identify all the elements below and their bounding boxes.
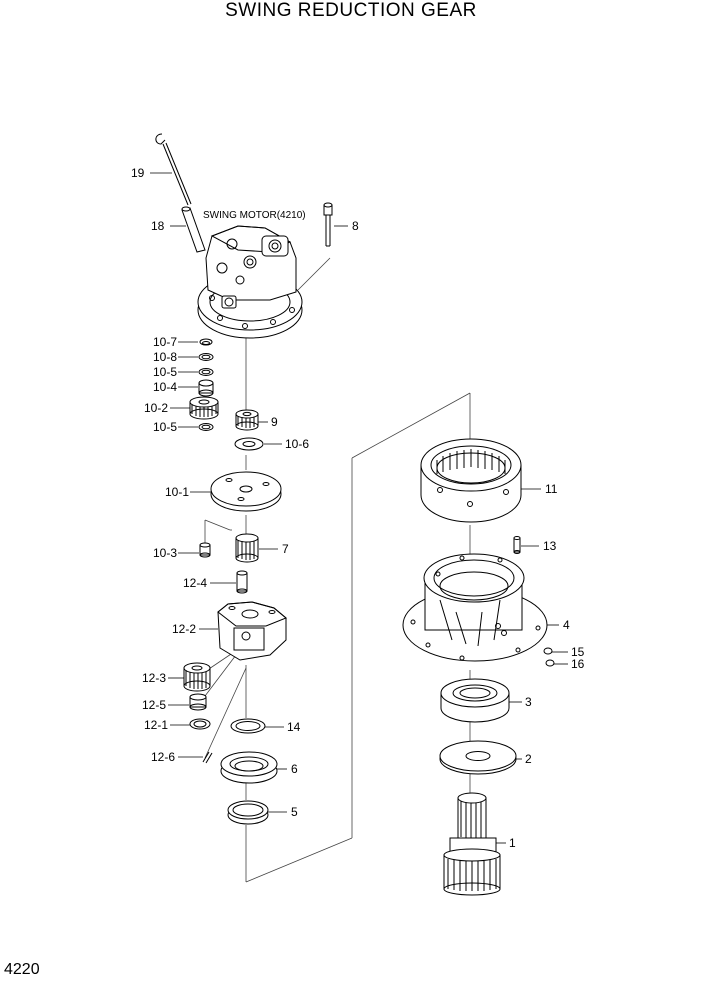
label-19: 19: [131, 166, 145, 180]
label-10-6: 10-6: [285, 437, 309, 451]
label-1: 1: [509, 836, 516, 850]
part-4-housing: [402, 553, 548, 662]
part-10-7-snap-ring: [199, 338, 213, 346]
label-16: 16: [571, 657, 585, 671]
part-8-bolt: [323, 202, 333, 247]
part-10-5-washer-upper: [198, 368, 214, 376]
label-9: 9: [271, 415, 278, 429]
part-10-6-thrust-washer: [234, 437, 264, 451]
label-10-7: 10-7: [153, 335, 177, 349]
leader-lines: [150, 172, 568, 844]
part-18-pipe: [181, 206, 206, 253]
part-15-plug: [543, 647, 553, 655]
label-10-4: 10-4: [153, 380, 177, 394]
part-1-pinion-shaft: [443, 792, 501, 896]
part-11-ring-gear: [420, 438, 522, 523]
part-12-2-carrier: [217, 601, 287, 661]
part-19-dipstick: [155, 133, 192, 206]
label-12-6: 12-6: [151, 750, 175, 764]
label-12-3: 12-3: [142, 671, 166, 685]
swing-motor-note: SWING MOTOR(4210): [203, 210, 306, 221]
part-12-1-washer: [189, 718, 211, 730]
label-2: 2: [525, 752, 532, 766]
part-12-5-bushing: [189, 693, 207, 711]
part-10-4-bushing: [198, 379, 214, 397]
page-number: 4220: [4, 961, 40, 978]
part-16-plug: [545, 659, 555, 667]
label-13: 13: [543, 539, 557, 553]
part-labels: 19 SWING MOTOR(4210) 18 8 10-7 10-8 10-5…: [131, 166, 585, 850]
part-6-bearing: [220, 751, 278, 784]
label-6: 6: [291, 762, 298, 776]
label-11: 11: [545, 482, 558, 496]
label-7: 7: [282, 542, 289, 556]
part-10-3-pin: [199, 542, 211, 558]
part-10-8-washer: [198, 353, 214, 361]
label-14: 14: [287, 720, 301, 734]
part-12-6-spring-pin: [202, 751, 213, 764]
label-10-8: 10-8: [153, 350, 177, 364]
part-7-gear: [235, 533, 259, 563]
part-10-2-planet-gear: [189, 396, 219, 420]
part-10-5-washer-lower: [198, 423, 214, 431]
part-5-oil-seal: [227, 800, 269, 825]
label-12-5: 12-5: [142, 698, 166, 712]
part-14-thrust-ring: [230, 718, 266, 734]
page-title: SWING REDUCTION GEAR: [225, 0, 477, 21]
part-12-3-gear: [183, 662, 211, 692]
part-12-4-pin: [236, 570, 248, 594]
label-12-4: 12-4: [183, 576, 207, 590]
part-9-sun-gear: [235, 409, 259, 431]
label-10-2: 10-2: [144, 401, 168, 415]
label-18: 18: [151, 219, 165, 233]
part-13-dowel-pin: [513, 536, 521, 554]
label-10-5-lower: 10-5: [153, 420, 177, 434]
part-2-thrust-plate: [439, 740, 517, 775]
label-15: 15: [571, 645, 585, 659]
part-10-1-carrier-plate: [210, 471, 282, 512]
swing-motor-housing: [197, 225, 303, 339]
part-3-bearing: [440, 678, 510, 723]
label-4: 4: [563, 618, 570, 632]
label-5: 5: [291, 805, 298, 819]
label-10-1: 10-1: [165, 485, 189, 499]
label-10-3: 10-3: [153, 546, 177, 560]
label-12-2: 12-2: [172, 622, 196, 636]
label-10-5-upper: 10-5: [153, 365, 177, 379]
label-3: 3: [525, 695, 532, 709]
left-center-axis: [199, 257, 471, 883]
label-8: 8: [352, 219, 359, 233]
label-12-1: 12-1: [144, 718, 168, 732]
